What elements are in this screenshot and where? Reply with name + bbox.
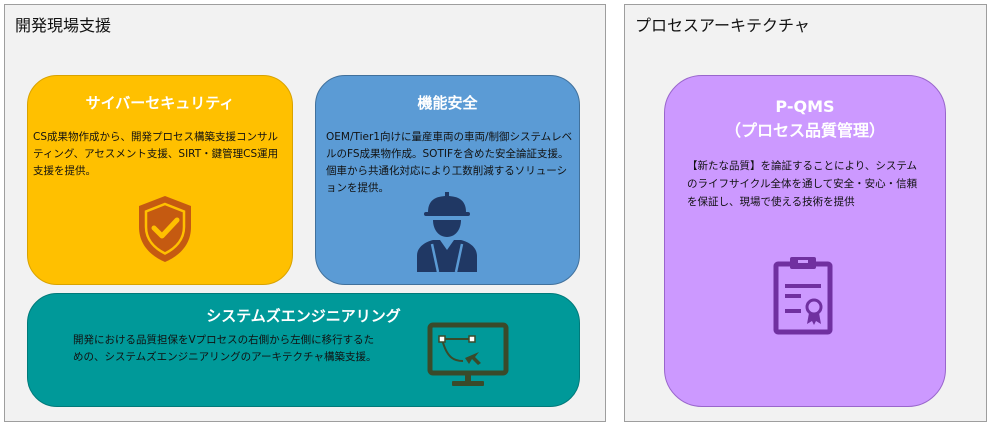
card-cybersecurity: サイバーセキュリティ CS成果物作成から、開発プロセス構築支援コンサルティング、… xyxy=(27,75,293,285)
card-systems-engineering-title: システムズエンジニアリング xyxy=(206,307,401,325)
card-functional-safety: 機能安全 OEM/Tier1向けに量産車両の車両/制御システムレベルのFS成果物… xyxy=(315,75,580,285)
shield-check-icon xyxy=(139,196,191,262)
card-functional-safety-title: 機能安全 xyxy=(417,94,478,112)
card-pqms-subtitle: （プロセス品質管理） xyxy=(724,121,885,140)
monitor-design-icon xyxy=(427,322,509,386)
card-systems-engineering-body: 開発における品質担保をVプロセスの右側から左側に移行するための、システムズエンジ… xyxy=(73,334,377,363)
card-pqms: P-QMS （プロセス品質管理） 【新たな品質】を論証することにより、システムの… xyxy=(664,75,946,407)
card-cybersecurity-title: サイバーセキュリティ xyxy=(85,94,235,112)
clipboard-certificate-icon xyxy=(773,257,833,335)
card-pqms-body: 【新たな品質】を論証することにより、システムのライフサイクル全体を通して安全・安… xyxy=(687,160,918,208)
right-panel-title: プロセスアーキテクチャ xyxy=(635,16,810,35)
card-cybersecurity-body: CS成果物作成から、開発プロセス構築支援コンサルティング、アセスメント支援、SI… xyxy=(33,131,279,177)
card-functional-safety-body: OEM/Tier1向けに量産車両の車両/制御システムレベルのFS成果物作成。SO… xyxy=(326,131,573,194)
left-panel-title: 開発現場支援 xyxy=(15,16,112,35)
card-systems-engineering: システムズエンジニアリング 開発における品質担保をVプロセスの右側から左側に移行… xyxy=(27,293,580,407)
engineer-helmet-icon xyxy=(417,192,477,273)
card-pqms-title: P-QMS xyxy=(775,97,835,116)
